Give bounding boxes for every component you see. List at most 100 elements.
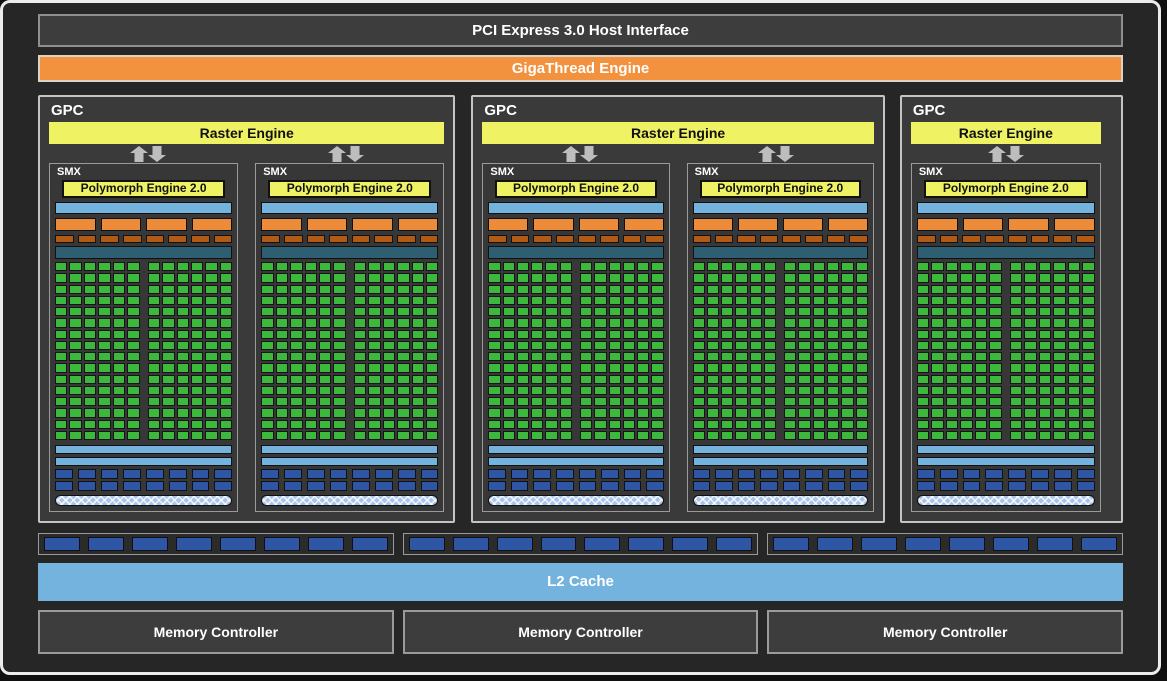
cuda-core bbox=[784, 340, 797, 350]
cuda-core bbox=[721, 408, 734, 418]
cuda-core bbox=[290, 273, 303, 283]
cuda-core bbox=[812, 273, 825, 283]
cuda-core bbox=[1009, 374, 1023, 384]
cuda-core bbox=[931, 430, 944, 440]
cuda-core bbox=[945, 329, 959, 339]
core-grid-gap bbox=[574, 307, 578, 316]
cuda-core bbox=[219, 385, 233, 395]
cuda-core bbox=[516, 262, 530, 272]
cuda-core bbox=[382, 262, 396, 272]
cuda-core bbox=[397, 273, 410, 283]
dispatch-unit-row bbox=[488, 235, 664, 243]
cuda-core bbox=[692, 363, 705, 373]
ldst-sfu-segment bbox=[601, 469, 619, 479]
cuda-core-row bbox=[261, 408, 439, 418]
cuda-core bbox=[706, 363, 720, 373]
dispatch-unit-segment bbox=[533, 235, 552, 243]
ldst-sfu-segment bbox=[306, 469, 325, 479]
cuda-core bbox=[219, 374, 233, 384]
cuda-core bbox=[162, 318, 175, 328]
rop-segment bbox=[219, 537, 256, 551]
warp-scheduler-segment bbox=[916, 218, 958, 231]
cuda-core-row bbox=[55, 262, 233, 272]
cuda-core bbox=[827, 307, 840, 317]
cuda-core bbox=[55, 340, 68, 350]
dispatch-unit-segment bbox=[261, 235, 280, 243]
cuda-core bbox=[318, 295, 332, 305]
cuda-core bbox=[368, 318, 381, 328]
cuda-core bbox=[559, 363, 572, 373]
cuda-core bbox=[579, 397, 593, 407]
core-grid-gap bbox=[778, 431, 782, 440]
cuda-core bbox=[531, 408, 544, 418]
cuda-core-row bbox=[488, 340, 664, 350]
cuda-core bbox=[333, 262, 346, 272]
dispatch-unit-row bbox=[916, 235, 1095, 243]
cuda-core bbox=[706, 385, 720, 395]
cuda-core bbox=[502, 374, 515, 384]
ldst-sfu-segment bbox=[77, 469, 96, 479]
cuda-core bbox=[426, 284, 439, 294]
cuda-core bbox=[763, 262, 777, 272]
ldst-sfu-segment bbox=[555, 481, 574, 491]
cuda-core bbox=[545, 419, 558, 429]
cuda-core bbox=[545, 273, 558, 283]
ldst-sfu-segment bbox=[646, 481, 664, 491]
cuda-core bbox=[735, 273, 748, 283]
core-grid-gap bbox=[142, 285, 146, 294]
rop-segment bbox=[496, 537, 533, 551]
texture-cache-bar bbox=[55, 495, 233, 506]
cuda-core bbox=[651, 284, 664, 294]
ldst-sfu-row bbox=[261, 481, 439, 491]
cuda-core bbox=[318, 273, 332, 283]
cuda-core bbox=[974, 430, 988, 440]
cuda-core bbox=[855, 262, 868, 272]
ldst-sfu-segment bbox=[352, 469, 371, 479]
core-grid-gap bbox=[142, 262, 146, 271]
cuda-core bbox=[931, 273, 944, 283]
cuda-core-row bbox=[261, 295, 439, 305]
cuda-core-row bbox=[261, 307, 439, 317]
texture-cache-bar bbox=[261, 495, 439, 506]
cuda-core bbox=[382, 329, 396, 339]
cuda-core bbox=[989, 419, 1002, 429]
cuda-core bbox=[855, 284, 868, 294]
cuda-core bbox=[545, 385, 558, 395]
cuda-core bbox=[516, 284, 530, 294]
warp-scheduler-segment bbox=[737, 218, 778, 231]
cuda-core bbox=[368, 284, 381, 294]
cuda-core bbox=[219, 284, 233, 294]
cuda-core bbox=[974, 419, 988, 429]
cuda-core-row bbox=[916, 408, 1095, 418]
rop-partition-group bbox=[767, 533, 1124, 555]
cuda-core bbox=[502, 307, 515, 317]
cuda-core bbox=[353, 419, 367, 429]
cuda-core bbox=[488, 329, 501, 339]
core-grid-gap bbox=[1004, 386, 1008, 395]
rop-segment bbox=[1081, 537, 1117, 551]
shared-memory-bar bbox=[488, 445, 664, 454]
cuda-core bbox=[112, 329, 126, 339]
cuda-core bbox=[516, 318, 530, 328]
cuda-core bbox=[545, 295, 558, 305]
cuda-core bbox=[98, 273, 111, 283]
cuda-core bbox=[275, 374, 289, 384]
cuda-core bbox=[304, 363, 317, 373]
ldst-sfu-row bbox=[55, 481, 233, 491]
ldst-sfu-segment bbox=[760, 481, 778, 491]
cuda-core bbox=[1024, 374, 1037, 384]
cuda-core bbox=[763, 419, 777, 429]
cuda-core bbox=[579, 374, 593, 384]
cuda-core bbox=[827, 340, 840, 350]
cuda-core bbox=[798, 340, 811, 350]
core-grid-gap bbox=[1004, 408, 1008, 417]
cuda-core bbox=[397, 408, 410, 418]
cuda-core bbox=[411, 329, 425, 339]
cuda-core bbox=[812, 408, 825, 418]
cuda-core bbox=[945, 374, 959, 384]
cuda-core bbox=[176, 374, 189, 384]
cuda-core bbox=[261, 340, 274, 350]
